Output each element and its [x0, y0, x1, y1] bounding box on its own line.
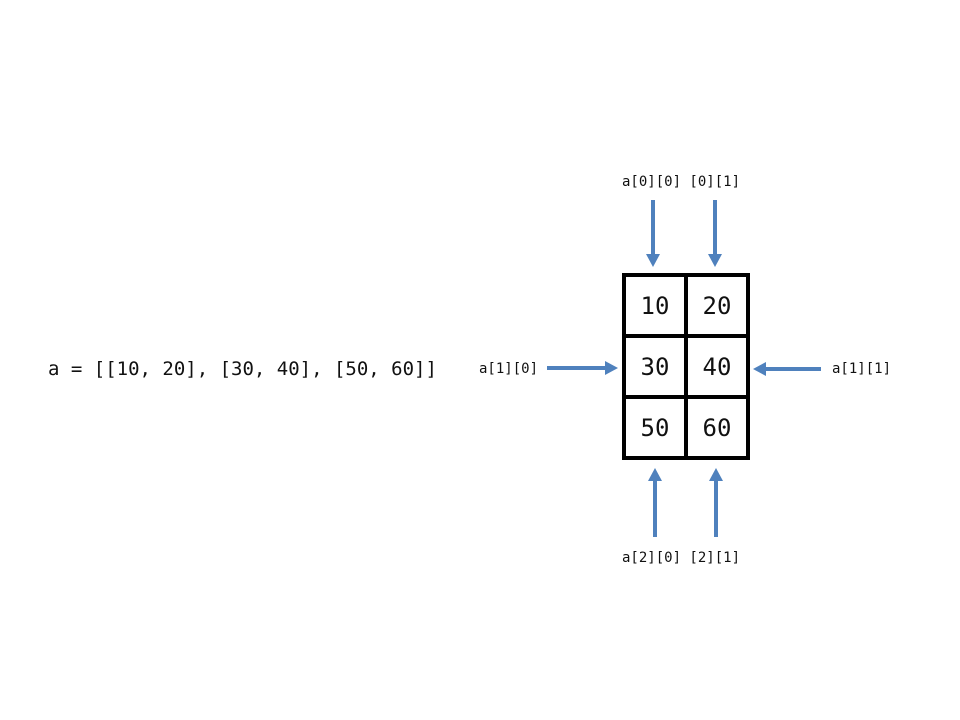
- grid-row: 10 20: [622, 273, 750, 338]
- grid-cell-0-0: 10: [622, 273, 688, 338]
- grid-cell-2-0: 50: [622, 395, 688, 460]
- arrow-shaft: [714, 479, 718, 537]
- arrow-shaft: [653, 479, 657, 537]
- arrow-shaft: [713, 200, 717, 256]
- grid-row: 50 60: [622, 395, 750, 460]
- grid-row: 30 40: [622, 334, 750, 399]
- arrow-a10-right: [547, 361, 618, 375]
- grid-cell-2-1: 60: [684, 395, 750, 460]
- arrow-head: [646, 254, 660, 267]
- arrow-a21-up: [709, 468, 723, 537]
- label-a10: a[1][0]: [479, 361, 539, 377]
- arrow-a00-down: [646, 200, 660, 267]
- label-row0-indices: a[0][0] [0][1]: [622, 174, 741, 190]
- arrow-head: [753, 362, 766, 376]
- arrow-shaft: [651, 200, 655, 256]
- arrow-head: [605, 361, 618, 375]
- array-grid: 10 20 30 40 50 60: [622, 273, 750, 460]
- arrow-a11-left: [753, 362, 821, 376]
- label-a11: a[1][1]: [832, 361, 892, 377]
- array-expression: a = [[10, 20], [30, 40], [50, 60]]: [48, 358, 437, 380]
- arrow-head: [708, 254, 722, 267]
- grid-cell-1-1: 40: [684, 334, 750, 399]
- arrow-head: [709, 468, 723, 481]
- arrow-head: [648, 468, 662, 481]
- arrow-a20-up: [648, 468, 662, 537]
- arrow-shaft: [547, 366, 607, 370]
- arrow-shaft: [764, 367, 821, 371]
- arrow-a01-down: [708, 200, 722, 267]
- grid-cell-0-1: 20: [684, 273, 750, 338]
- label-row2-indices: a[2][0] [2][1]: [622, 550, 741, 566]
- grid-cell-1-0: 30: [622, 334, 688, 399]
